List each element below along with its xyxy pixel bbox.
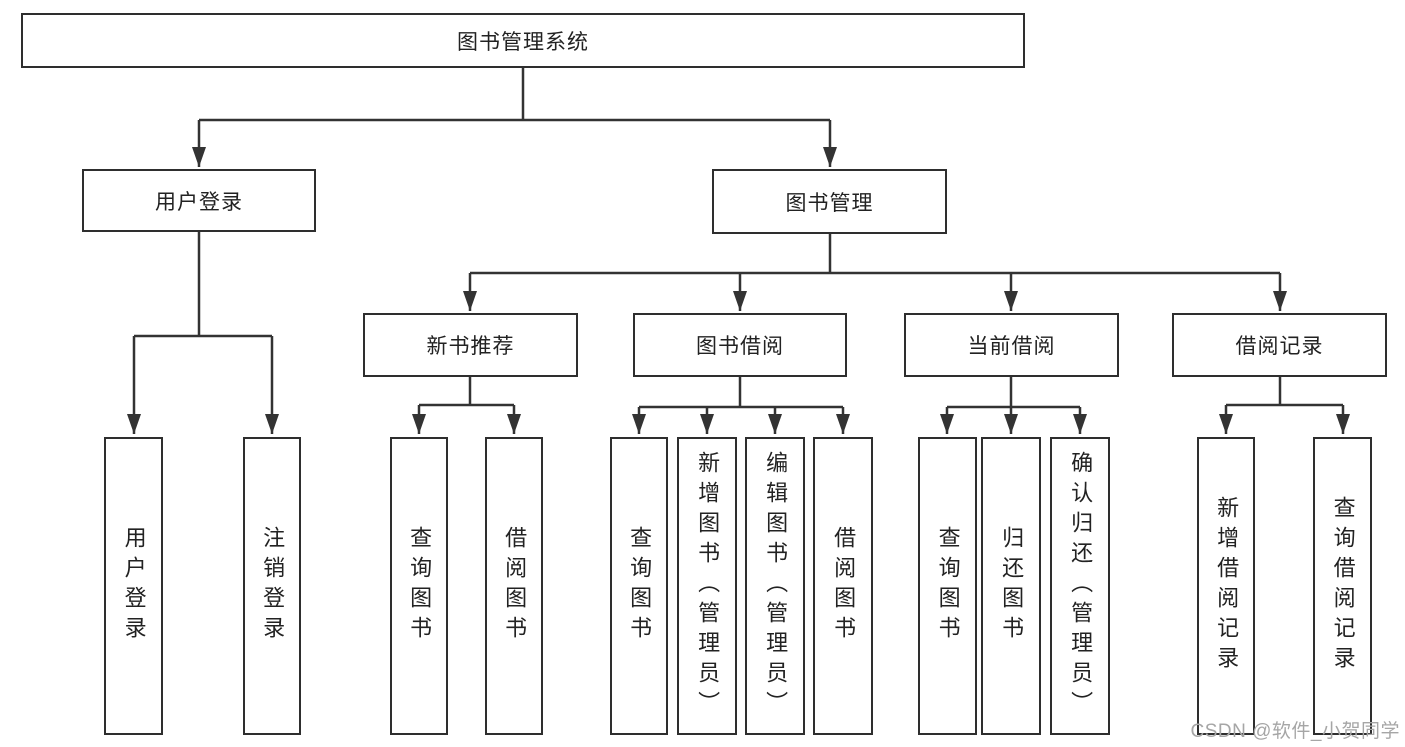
- node-current-borrow: 当前借阅: [904, 313, 1119, 377]
- leaf-records-add-record: 新增借阅记录: [1197, 437, 1255, 735]
- leaf-current-query-books: 查询图书: [918, 437, 977, 735]
- node-label: 新增图书（管理员）: [695, 451, 721, 721]
- node-user-login: 用户登录: [82, 169, 316, 232]
- csdn-watermark: CSDN @软件_小贺同学: [1190, 721, 1400, 742]
- leaf-recommend-borrow-books: 借阅图书: [485, 437, 543, 735]
- node-label: 查询图书: [627, 526, 653, 646]
- leaf-user-login: 用户登录: [104, 437, 163, 735]
- node-label: 新增借阅记录: [1214, 496, 1240, 676]
- leaf-borrow-edit-books-admin: 编辑图书（管理员）: [745, 437, 805, 735]
- node-borrow-records: 借阅记录: [1172, 313, 1387, 377]
- leaf-records-query-record: 查询借阅记录: [1313, 437, 1372, 735]
- node-book-management: 图书管理: [712, 169, 947, 234]
- leaf-borrow-borrow-books: 借阅图书: [813, 437, 873, 735]
- node-label: 查询借阅记录: [1330, 496, 1356, 676]
- node-label: 用户登录: [121, 526, 147, 646]
- node-label: 借阅图书: [502, 526, 528, 646]
- node-label: 编辑图书（管理员）: [763, 451, 789, 721]
- leaf-current-confirm-return-admin: 确认归还（管理员）: [1050, 437, 1110, 735]
- node-label: 归还图书: [999, 526, 1025, 646]
- leaf-current-return-books: 归还图书: [981, 437, 1041, 735]
- node-new-book-recommend: 新书推荐: [363, 313, 578, 377]
- node-label: 查询图书: [935, 526, 961, 646]
- node-label: 借阅图书: [831, 526, 857, 646]
- leaf-borrow-add-books-admin: 新增图书（管理员）: [677, 437, 737, 735]
- node-label: 查询图书: [407, 526, 433, 646]
- node-label: 注销登录: [260, 526, 286, 646]
- leaf-logout: 注销登录: [243, 437, 301, 735]
- leaf-borrow-query-books: 查询图书: [610, 437, 668, 735]
- node-root-system: 图书管理系统: [21, 13, 1025, 68]
- node-label: 确认归还（管理员）: [1068, 451, 1094, 721]
- node-book-borrow: 图书借阅: [633, 313, 847, 377]
- leaf-recommend-query-books: 查询图书: [390, 437, 448, 735]
- tree-connectors: [127, 68, 1350, 434]
